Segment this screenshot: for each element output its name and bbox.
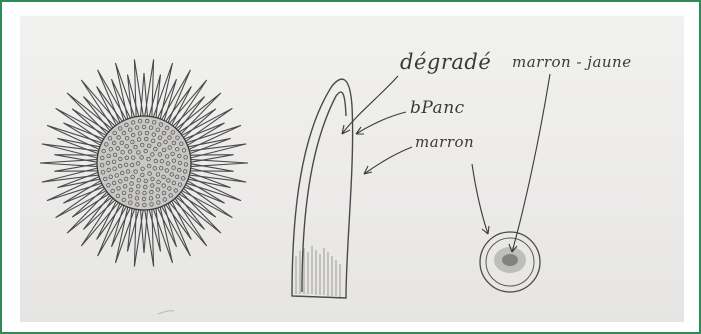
annotation-marron: marron bbox=[415, 133, 474, 151]
sunflower-drawing bbox=[40, 59, 248, 266]
sunflower-center bbox=[97, 116, 191, 210]
annotation-blanc: bPanc bbox=[410, 98, 465, 118]
pencil-sketch-photo: dégradé marron - jaune bPanc marron bbox=[20, 16, 684, 322]
petal-detail-drawing bbox=[292, 79, 353, 298]
annotation-degrade: dégradé bbox=[400, 50, 491, 74]
annotation-marron-jaune: marron - jaune bbox=[512, 53, 632, 71]
seed-section-drawing bbox=[480, 232, 540, 292]
sunflower-petal bbox=[40, 159, 100, 166]
sunflower-petal bbox=[140, 207, 147, 253]
sunflower-petal bbox=[188, 159, 248, 166]
sunflower-petal bbox=[140, 73, 147, 119]
